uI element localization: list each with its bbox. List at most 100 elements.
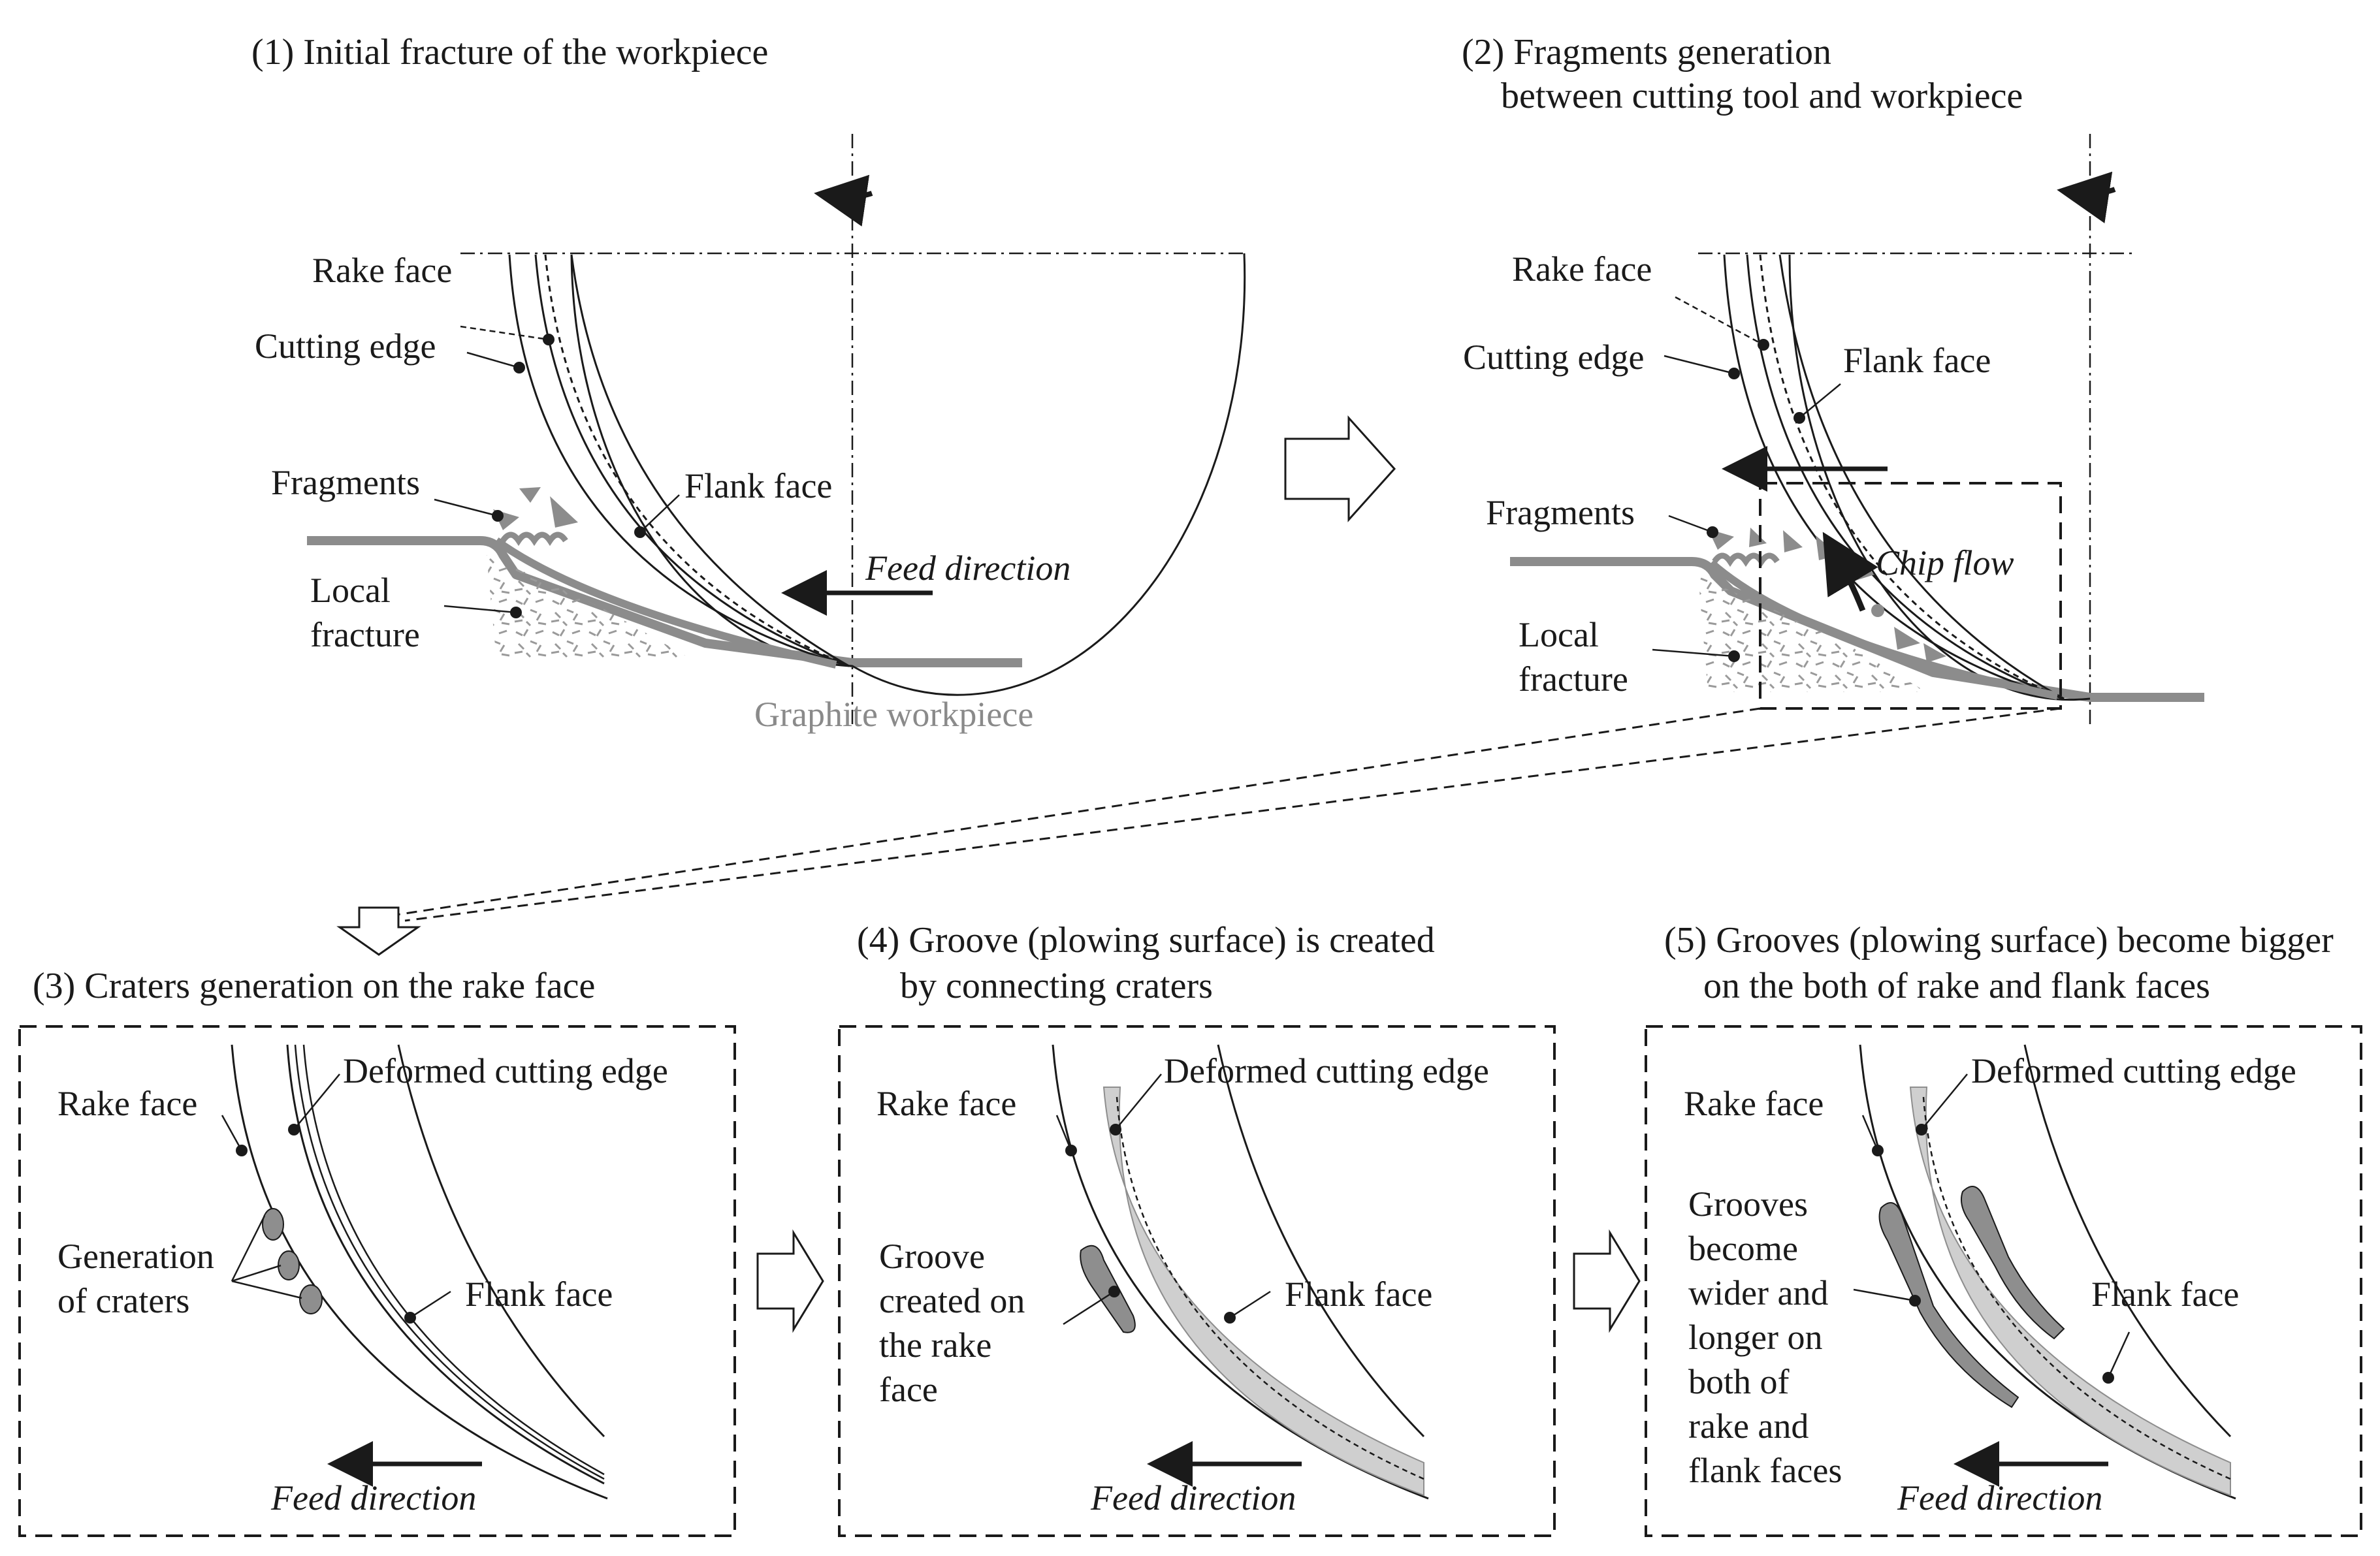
flank-arc (1217, 1044, 1425, 1438)
feed-direction-label: Feed direction (270, 1478, 476, 1517)
grooves-label-line5: both of (1688, 1362, 1790, 1401)
workpiece-surface (307, 536, 1022, 667)
step-arrow-icon (756, 1229, 824, 1333)
step-down-arrow-icon (336, 906, 421, 956)
crater (299, 1284, 323, 1314)
cutting-edge-leader (1664, 355, 1735, 375)
deformed-edge-band (1909, 1087, 2231, 1497)
flank-arc (570, 254, 850, 667)
cutting-edge-label: Cutting edge (1463, 338, 1644, 377)
local-fracture-label-line1: Local (1519, 615, 1599, 654)
panel-4: (4) Groove (plowing surface) is created … (838, 920, 1556, 1537)
deformed-edge-leader (1921, 1073, 1968, 1130)
panel-5-title-line1: (5) Grooves (plowing surface) become big… (1664, 920, 2334, 961)
local-fracture-dot (510, 607, 522, 618)
panel-2-title-line2: between cutting tool and workpiece (1501, 76, 2023, 116)
deformed-edge-label: Deformed cutting edge (343, 1051, 668, 1090)
groove-label-line1: Groove (879, 1237, 985, 1276)
flank-face-label: Flank face (1285, 1275, 1432, 1314)
grooves-label-line2: become (1688, 1229, 1798, 1268)
rake-dashed-arc (1759, 254, 2065, 700)
deformed-edge-band (1102, 1087, 1424, 1497)
flank-arc (397, 1044, 605, 1438)
fragment-piece (1894, 627, 1920, 650)
panel-1: (1) Initial fracture of the workpiece (251, 32, 1246, 734)
flank-face-dot (2102, 1372, 2114, 1384)
deformed-edge-leader (293, 1073, 340, 1130)
local-fracture-leader (1652, 648, 1735, 658)
flank-face-leader (1799, 383, 1841, 419)
rake-face-label: Rake face (57, 1084, 197, 1123)
feed-direction-label: Feed direction (865, 548, 1070, 588)
fragment-piece (550, 496, 578, 528)
fragments-dot (492, 510, 504, 522)
fragment-piece (519, 487, 541, 503)
flank-arc (2023, 1044, 2232, 1438)
local-fracture-label-line1: Local (310, 571, 391, 610)
fragments-label: Fragments (1486, 493, 1635, 532)
local-fracture-label-line2: fracture (310, 615, 420, 654)
deformed-edge-center-line (1922, 1096, 2231, 1480)
panel-5: (5) Grooves (plowing surface) become big… (1645, 920, 2362, 1537)
flank-face-dot (634, 526, 646, 538)
fragments-leader (434, 498, 498, 517)
panel-5-frame (1645, 1025, 2362, 1537)
local-fracture-label-line2: fracture (1519, 659, 1628, 699)
groove-flank-shape (1961, 1186, 2065, 1340)
grooves-label-line3: wider and (1688, 1273, 1828, 1312)
rake-face-dot (543, 334, 555, 345)
deformed-edge-leader (1115, 1073, 1162, 1130)
step-arrow-icon (1573, 1229, 1641, 1333)
cutting-edge-label: Cutting edge (255, 326, 436, 366)
cutting-edge-leader (466, 351, 520, 369)
grooves-dot (1909, 1295, 1921, 1307)
panel-3-frame (18, 1025, 736, 1537)
groove-dot (1108, 1286, 1120, 1297)
fragments-leader (1668, 515, 1713, 533)
flank-face-leader (1229, 1290, 1271, 1319)
step-arrow-icon (1284, 415, 1396, 522)
deformed-edge-dot (288, 1124, 300, 1135)
tool-body-outline (1788, 254, 2091, 701)
rake-face-label: Rake face (876, 1084, 1016, 1123)
fragments-dot (1707, 526, 1718, 538)
grooves-leader (1853, 1288, 1916, 1302)
deformed-edge-dot (1110, 1124, 1121, 1135)
craters-leader (231, 1280, 302, 1299)
flank-face-dot (1793, 412, 1805, 424)
groove-label-line3: the rake (879, 1326, 991, 1365)
local-fracture-zone (1698, 575, 1927, 692)
panel-2: (2) Fragments generation between cutting… (1462, 32, 2204, 725)
tool-outer-arc (231, 1044, 608, 1500)
flank-face-leader (2107, 1331, 2131, 1378)
panel-3-title: (3) Craters generation on the rake face (33, 966, 595, 1006)
rotation-arrow-icon (814, 174, 873, 227)
workpiece-label: Graphite workpiece (754, 695, 1033, 734)
craters-label-line1: Generation (57, 1237, 214, 1276)
rotation-arrow-icon (2057, 171, 2116, 223)
panel-2-title-line1: (2) Fragments generation (1462, 32, 1831, 72)
rake-face-leader (1675, 296, 1764, 346)
feed-direction-label: Feed direction (1090, 1478, 1296, 1517)
flank-face-label: Flank face (465, 1275, 613, 1314)
rake-face-dot (1872, 1145, 1884, 1156)
cutting-edge-dot (1728, 368, 1740, 379)
groove-shape (1080, 1245, 1136, 1333)
rake-face-dot (236, 1145, 248, 1156)
deformed-edge-line (302, 1044, 605, 1476)
craters-leader (231, 1264, 281, 1282)
groove-leader (1063, 1290, 1115, 1326)
panel-3: (3) Craters generation on the rake face … (18, 966, 736, 1537)
deformed-edge-label: Deformed cutting edge (1971, 1051, 2296, 1090)
panel-4-title-line1: (4) Groove (plowing surface) is created (857, 920, 1435, 961)
fragment-piece (1783, 530, 1803, 552)
grooves-label-line1: Grooves (1688, 1184, 1808, 1224)
flank-face-label: Flank face (2091, 1275, 2239, 1314)
flank-face-leader (410, 1290, 451, 1319)
groove-label-line2: created on (879, 1281, 1025, 1320)
tool-outer-arc (508, 254, 850, 667)
groove-label-line4: face (879, 1370, 938, 1409)
groove-rake-shape (1878, 1202, 2019, 1408)
rake-face-leader (1861, 1115, 1879, 1151)
